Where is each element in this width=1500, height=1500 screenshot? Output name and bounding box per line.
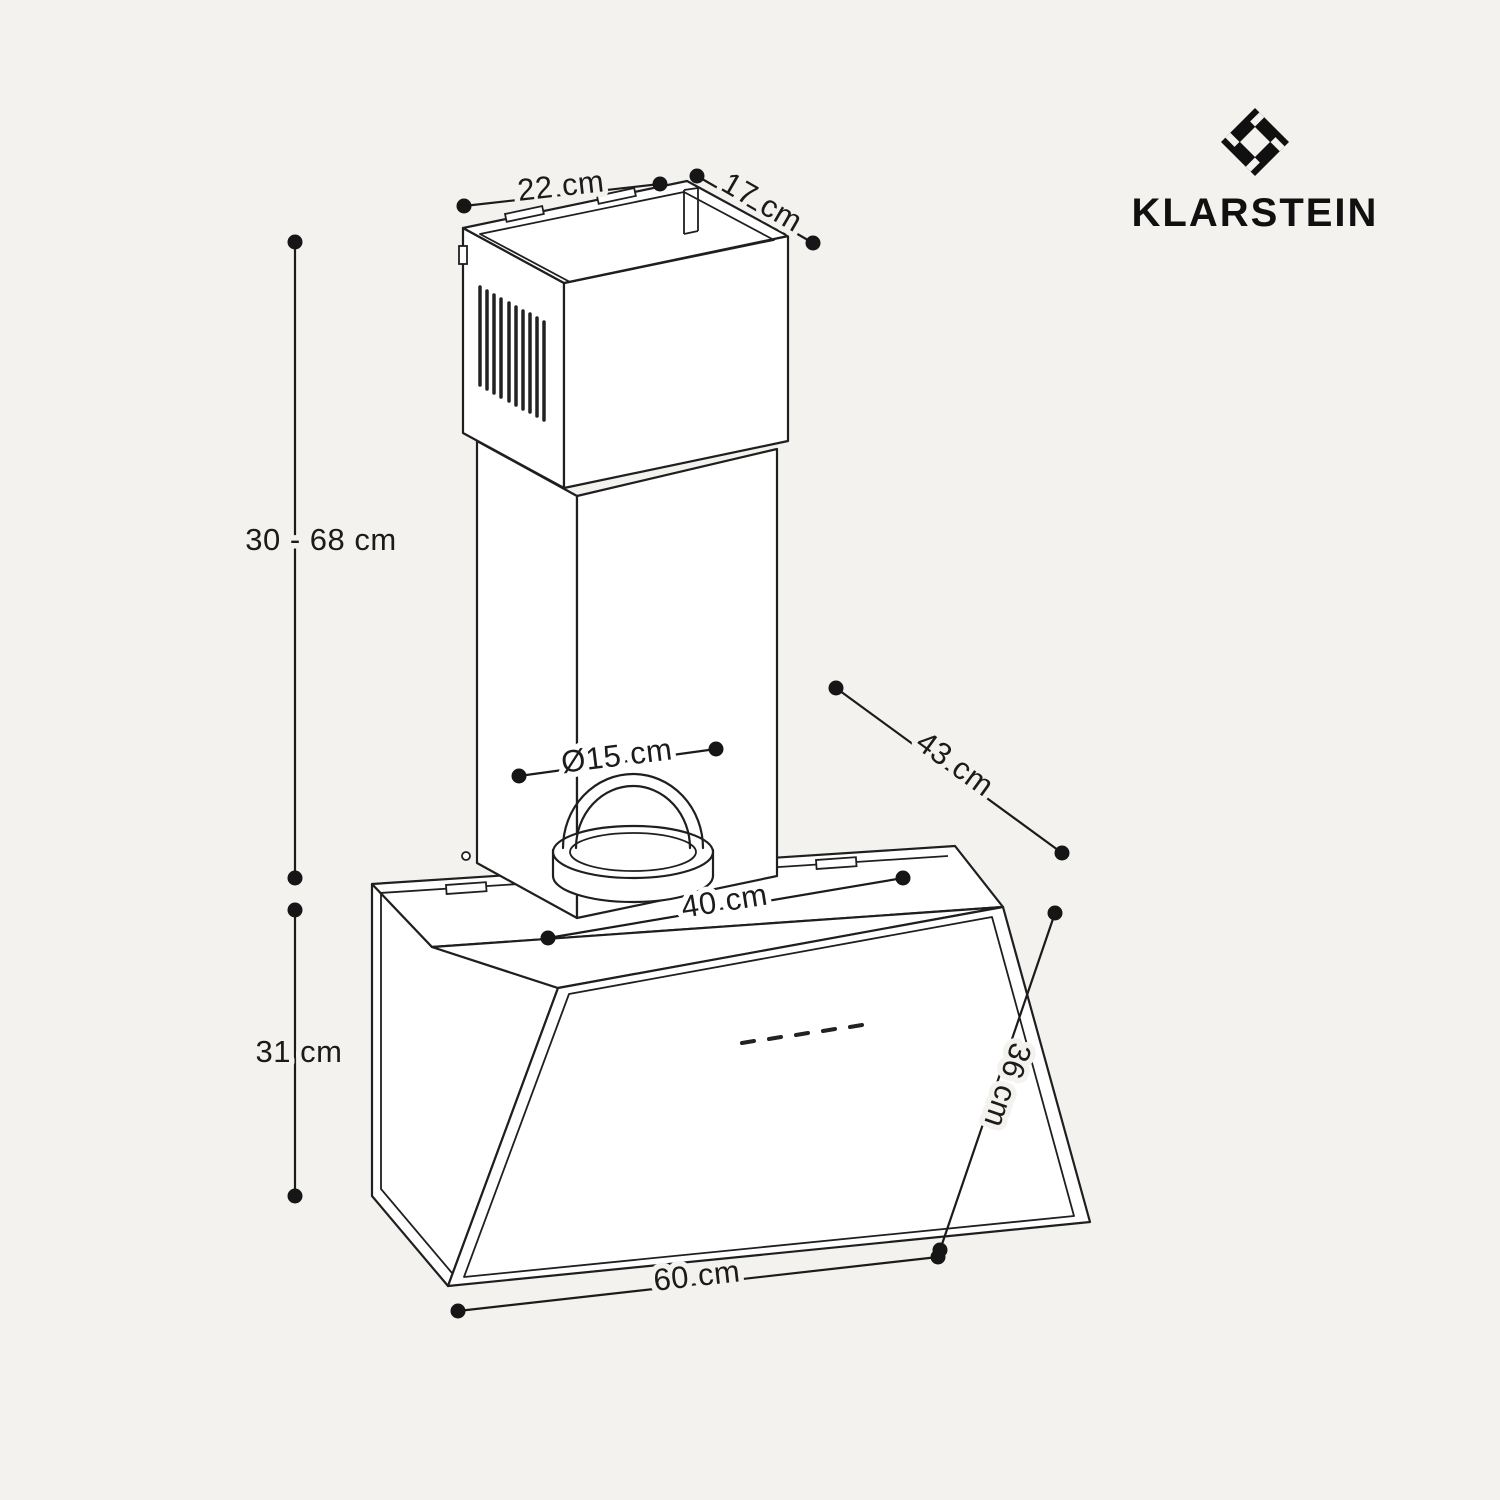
hood-body-drawing	[370, 844, 1092, 1288]
dim-label-chimney-height-range: 30 - 68 cm	[245, 522, 396, 557]
chimney-top-rim	[479, 191, 775, 283]
hood-side-inner-edge	[380, 893, 453, 1274]
chimney-bracket	[683, 187, 699, 235]
chimney-latch	[458, 245, 468, 265]
collar-handle	[561, 772, 705, 850]
vent-grille-icon	[478, 285, 546, 422]
hood-mount-slot-right	[815, 856, 858, 870]
brand-block: KLARSTEIN	[1132, 108, 1379, 235]
chimney-drawing	[458, 179, 790, 920]
dim-chimney-height-range: 30 - 68 cm	[240, 234, 402, 886]
chimney-lower-front-face	[575, 447, 779, 920]
dim-hood-depth: 43 cm	[828, 680, 1070, 861]
dim-body-height: 31 cm	[250, 902, 347, 1204]
klarstein-logo-icon	[1221, 108, 1289, 176]
duct-collar-drawing	[551, 772, 715, 904]
chimney-mount-slot-left	[503, 205, 545, 223]
touch-controls	[740, 1023, 864, 1045]
chimney-mount-slot-right	[595, 187, 637, 205]
brand-name: KLARSTEIN	[1132, 191, 1379, 235]
hood-glass-inner-edge	[463, 916, 1075, 1278]
hood-glass-panel	[446, 905, 1092, 1288]
dim-label-body-height: 31 cm	[256, 1034, 343, 1069]
collar-opening	[569, 832, 697, 872]
hood-screw	[461, 851, 471, 861]
hood-mount-slot-left	[445, 881, 488, 895]
dim-label-hood-depth: 43 cm	[910, 724, 1001, 803]
collar-top-rim	[551, 824, 715, 880]
